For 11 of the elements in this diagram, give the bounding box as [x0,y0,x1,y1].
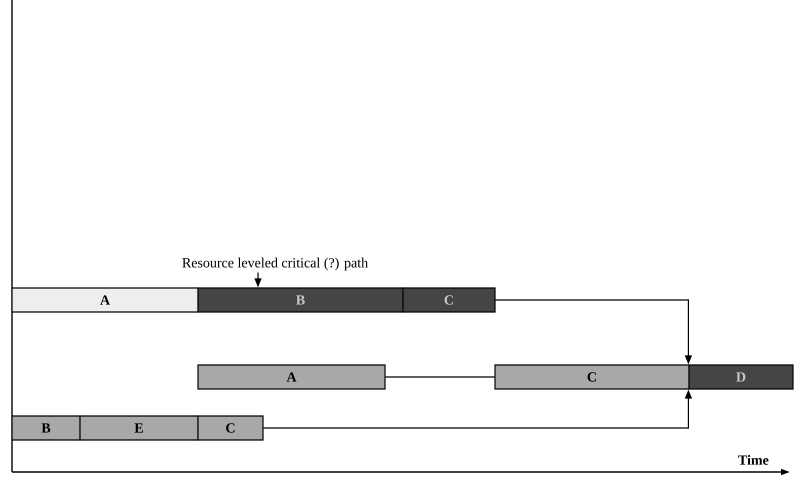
task-bar: C [494,364,690,390]
connector-line [386,376,494,378]
task-bar: E [79,415,199,441]
task-bar: B [11,415,81,441]
task-bar: C [402,287,496,313]
task-bar: A [11,287,199,313]
axis-label: Time [738,454,768,465]
task-bar: A [197,364,386,390]
annotation-text: Resource leveled critical (?) path [182,258,368,270]
task-bar: D [688,364,794,390]
task-bar: C [197,415,264,441]
